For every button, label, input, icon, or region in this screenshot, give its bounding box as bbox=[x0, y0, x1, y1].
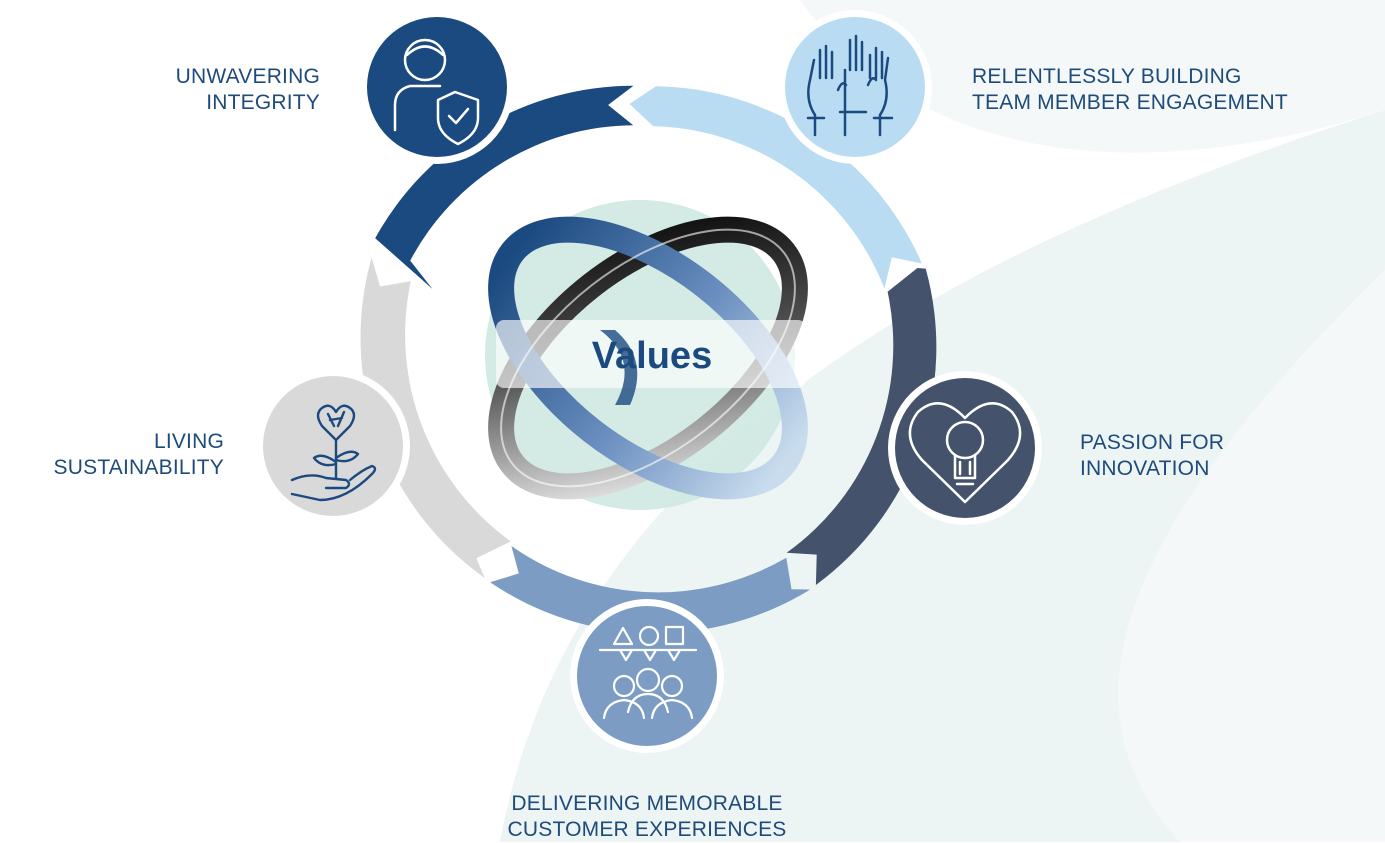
value-label-line: UNWAVERING bbox=[175, 65, 320, 88]
value-node-engagement bbox=[778, 10, 932, 164]
value-label-line: LIVING bbox=[153, 430, 224, 453]
value-label-line: INTEGRITY bbox=[206, 91, 320, 114]
ring-segment-customer bbox=[490, 546, 811, 634]
value-label-line: CUSTOMER EXPERIENCES bbox=[507, 818, 787, 841]
people-speech-shapes-icon bbox=[598, 625, 698, 720]
value-node-innovation bbox=[888, 371, 1042, 525]
ring-segment-innovation bbox=[786, 268, 937, 585]
value-label-engagement: RELENTLESSLY BUILDING TEAM MEMBER ENGAGE… bbox=[972, 64, 1372, 116]
ring bbox=[360, 85, 937, 634]
value-label-line: TEAM MEMBER ENGAGEMENT bbox=[972, 91, 1288, 114]
raised-hands-icon bbox=[806, 34, 893, 135]
value-node-integrity bbox=[360, 10, 514, 164]
value-node-sustainability bbox=[256, 369, 410, 523]
value-label-customer: DELIVERING MEMORABLE CUSTOMER EXPERIENCE… bbox=[447, 791, 847, 843]
center-title: Values bbox=[592, 335, 712, 377]
person-shield-check-icon bbox=[393, 38, 480, 146]
value-label-sustainability: LIVING SUSTAINABILITY bbox=[0, 429, 224, 481]
hand-plant-heart-icon bbox=[290, 404, 377, 502]
value-label-line: DELIVERING MEMORABLE bbox=[511, 792, 783, 815]
value-label-innovation: PASSION FOR INNOVATION bbox=[1080, 430, 1330, 482]
value-label-integrity: UNWAVERING INTEGRITY bbox=[120, 64, 320, 116]
ring-segment-engagement bbox=[629, 86, 922, 289]
title-band bbox=[496, 320, 806, 388]
background-swoosh-panel bbox=[800, 0, 1385, 842]
center-swirl bbox=[600, 330, 638, 405]
value-label-line: INNOVATION bbox=[1080, 457, 1210, 480]
value-label-line: RELENTLESSLY BUILDING bbox=[972, 65, 1242, 88]
value-node-customer bbox=[570, 599, 724, 753]
ring-segment-sustainability bbox=[360, 257, 511, 579]
value-label-line: SUSTAINABILITY bbox=[53, 456, 224, 479]
ring-segment-integrity bbox=[375, 85, 634, 289]
value-label-line: PASSION FOR bbox=[1080, 431, 1225, 454]
heart-lightbulb-icon bbox=[908, 402, 1022, 504]
